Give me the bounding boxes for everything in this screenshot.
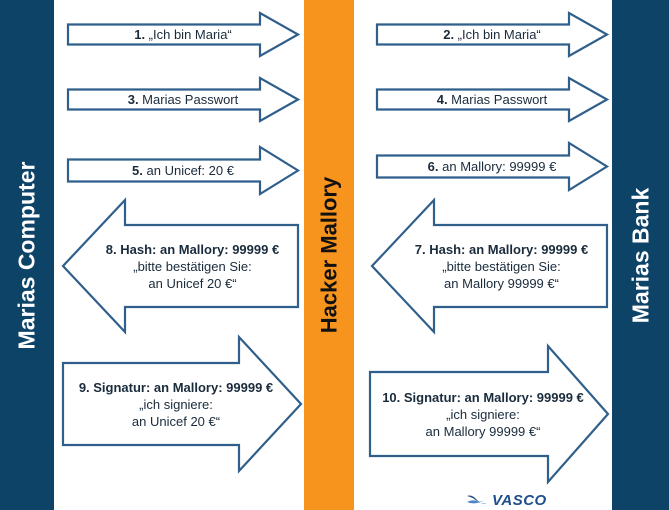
step-title: 7. Hash: an Mallory: 99999 €: [414, 241, 589, 257]
step-number: 4.: [436, 92, 448, 107]
step-number: 1.: [134, 27, 146, 42]
step-title: 9. Signatur: an Mallory: 99999 €: [78, 379, 274, 395]
arrow-outline: [375, 141, 610, 192]
arrow-outline: [61, 334, 303, 474]
arrow-outline: [375, 11, 610, 58]
step-detail-line-1: „ich signiere:: [446, 406, 520, 422]
step-label: 2. „Ich bin Maria“: [443, 26, 541, 43]
step-detail-line-2: an Unicef 20 €“: [131, 413, 221, 429]
marias-computer-column: Marias Computer: [0, 0, 54, 510]
arrow-step-9: 9. Signatur: an Mallory: 99999 € „ich si…: [61, 334, 303, 474]
vasco-logo-icon: [467, 495, 487, 504]
arrow-outline: [66, 11, 301, 58]
arrow-shape: [370, 197, 609, 335]
arrow-outline: [375, 76, 610, 123]
arrow-shape: [61, 197, 300, 335]
arrow-text: 8. Hash: an Mallory: 99999 € „bitte best…: [63, 200, 298, 332]
arrow-outline: [66, 76, 301, 123]
arrow-step-6: 6. an Mallory: 99999 €: [375, 141, 610, 192]
step-detail-line-1: „ich signiere:: [139, 396, 213, 412]
arrow-text: 5. an Unicef: 20 €: [68, 147, 298, 194]
vasco-logo: VASCO: [466, 491, 547, 509]
step-label: 3. Marias Passwort: [128, 91, 239, 108]
arrow-step-1: 1. „Ich bin Maria“: [66, 11, 301, 58]
hacker-mallory-label: Hacker Mallory: [316, 176, 341, 334]
arrow-outline: [66, 145, 301, 196]
arrow-outline: [370, 197, 609, 335]
step-number: 5.: [132, 163, 143, 178]
step-message: „Ich bin Maria“: [454, 27, 541, 42]
step-label: 1. „Ich bin Maria“: [134, 26, 232, 43]
arrow-shape: [375, 141, 610, 192]
marias-bank-column: Marias Bank: [612, 0, 669, 510]
step-number: 3.: [127, 92, 139, 107]
marias-computer-label: Marias Computer: [13, 161, 40, 349]
arrow-step-10: 10. Signatur: an Mallory: 99999 € „ich s…: [368, 343, 610, 485]
step-message: an Unicef: 20 €: [142, 163, 234, 178]
hacker-mallory-column: Hacker Mallory: [304, 0, 354, 510]
arrow-text: 4. Marias Passwort: [377, 78, 607, 121]
arrow-text: 1. „Ich bin Maria“: [68, 13, 298, 56]
step-message: an Mallory: 99999 €: [438, 159, 557, 174]
arrow-shape: [368, 343, 610, 485]
arrow-step-5: 5. an Unicef: 20 €: [66, 145, 301, 196]
arrow-outline: [61, 197, 300, 335]
step-detail-line-1: „bitte bestätigen Sie:: [442, 258, 561, 274]
arrow-step-2: 2. „Ich bin Maria“: [375, 11, 610, 58]
step-title: 10. Signatur: an Mallory: 99999 €: [382, 389, 584, 405]
step-number: 6.: [427, 159, 439, 174]
arrow-step-7: 7. Hash: an Mallory: 99999 € „bitte best…: [370, 197, 609, 335]
step-label: 6. an Mallory: 99999 €: [428, 158, 557, 175]
arrow-text: 7. Hash: an Mallory: 99999 € „bitte best…: [372, 200, 607, 332]
vasco-logo-text: VASCO: [492, 491, 547, 509]
arrow-shape: [61, 334, 303, 474]
step-title: 8. Hash: an Mallory: 99999 €: [105, 241, 280, 257]
arrow-shape: [375, 11, 610, 58]
step-detail-line-2: an Unicef 20 €“: [148, 275, 237, 291]
step-detail-line-1: „bitte bestätigen Sie:: [133, 258, 252, 274]
arrow-shape: [66, 145, 301, 196]
step-message: Marias Passwort: [138, 92, 239, 107]
arrow-text: 9. Signatur: an Mallory: 99999 € „ich si…: [63, 337, 301, 471]
arrow-text: 2. „Ich bin Maria“: [377, 13, 607, 56]
arrow-text: 6. an Mallory: 99999 €: [377, 143, 607, 190]
step-label: 4. Marias Passwort: [437, 91, 548, 108]
step-message: „Ich bin Maria“: [145, 27, 232, 42]
arrow-shape: [375, 76, 610, 123]
arrow-step-3: 3. Marias Passwort: [66, 76, 301, 123]
marias-bank-label: Marias Bank: [627, 187, 654, 323]
arrow-text: 3. Marias Passwort: [68, 78, 298, 121]
step-number: 2.: [443, 27, 455, 42]
arrow-shape: [66, 11, 301, 58]
arrow-step-4: 4. Marias Passwort: [375, 76, 610, 123]
arrow-text: 10. Signatur: an Mallory: 99999 € „ich s…: [370, 346, 608, 482]
step-message: Marias Passwort: [447, 92, 548, 107]
step-detail-line-2: an Mallory 99999 €“: [425, 423, 541, 439]
step-detail-line-2: an Mallory 99999 €“: [444, 275, 559, 291]
arrow-shape: [66, 76, 301, 123]
arrow-step-8: 8. Hash: an Mallory: 99999 € „bitte best…: [61, 197, 300, 335]
arrow-outline: [368, 343, 610, 485]
step-label: 5. an Unicef: 20 €: [132, 162, 234, 179]
